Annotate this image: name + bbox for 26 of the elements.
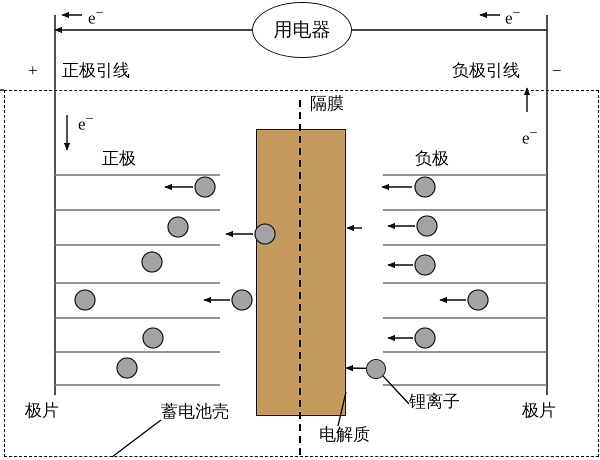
electrode-label: 负极 <box>415 150 449 167</box>
lithium-ion <box>366 359 386 379</box>
part-label: 蓄电池壳 <box>161 403 229 420</box>
lead-label: 正极引线 <box>62 62 130 79</box>
separator-label: 隔膜 <box>310 95 344 112</box>
wire <box>54 26 252 34</box>
arrow <box>345 364 366 372</box>
electron-label: e$^{−}$ <box>78 112 94 133</box>
electron-label: e$^{−}$ <box>505 6 521 27</box>
plate-label: 极片 <box>522 402 556 419</box>
part-label: 锂离子 <box>409 393 460 410</box>
electrode-label: 正极 <box>102 150 136 167</box>
leader-line <box>337 392 347 426</box>
leader-line <box>112 419 162 458</box>
part-label: 电解质 <box>319 426 370 443</box>
polarity-sign: − <box>552 62 562 79</box>
plate-label: 极片 <box>25 402 59 419</box>
lead-label: 负极引线 <box>452 62 520 79</box>
battery-case-outline <box>4 90 599 457</box>
electron-label: e$^{−}$ <box>522 126 538 147</box>
electron-label: e$^{−}$ <box>88 6 104 27</box>
wire <box>352 29 547 31</box>
electrolyte-block <box>256 129 346 416</box>
polarity-sign: + <box>28 62 38 79</box>
leader-line <box>382 376 410 404</box>
load-ellipse: 用电器 <box>252 2 352 58</box>
